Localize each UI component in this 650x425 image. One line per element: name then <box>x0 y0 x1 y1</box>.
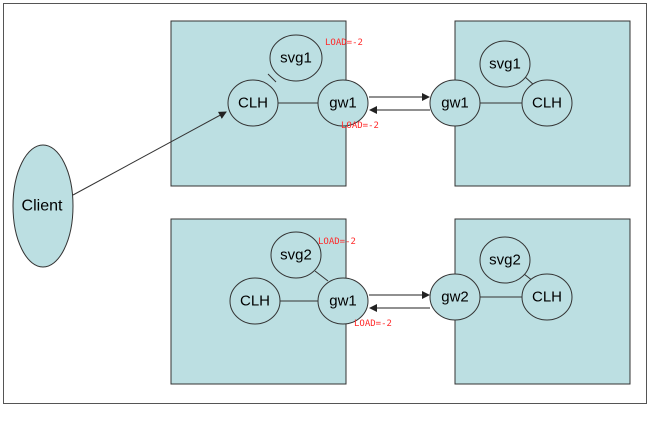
bottom-right-clh-node <box>521 273 573 321</box>
top-left-gw-node <box>317 79 369 127</box>
client-to-clh-arrow <box>72 111 227 196</box>
top-right-clh-node <box>521 79 573 127</box>
top-left-clh-node <box>227 79 279 127</box>
top-left-svg-node <box>269 34 323 82</box>
top-link-load-label: LOAD=-2 <box>341 121 379 131</box>
top-left-clh-label: CLH <box>238 95 268 112</box>
bottom-left-gw-label: gw1 <box>329 293 357 310</box>
bottom-left-clh-node <box>229 277 281 325</box>
bottom-left-clh-label: CLH <box>240 293 270 310</box>
bottom-right-svg-node <box>479 236 531 284</box>
top-right-clh-label: CLH <box>532 95 562 112</box>
bottom-right-clh-label: CLH <box>532 289 562 306</box>
top-right-group: svg1 gw1 CLH <box>429 20 631 187</box>
bottom-right-gw-node <box>429 273 481 321</box>
bottom-right-group: svg2 gw2 CLH <box>429 218 631 385</box>
client-node <box>12 144 74 268</box>
top-right-gw-node <box>429 79 481 127</box>
bottom-left-load-label: LOAD=-2 <box>318 237 356 247</box>
top-right-svg-node <box>479 40 531 88</box>
top-gateway-link: LOAD=-2 <box>341 93 430 131</box>
bottom-left-svg-node <box>270 231 322 279</box>
top-left-group: svg1 CLH gw1 LOAD=-2 <box>170 20 369 187</box>
top-right-gw-label: gw1 <box>441 95 469 112</box>
client-group: Client <box>12 111 227 268</box>
bottom-link-load-label: LOAD=-2 <box>354 319 392 329</box>
bottom-left-svg-label: svg2 <box>280 247 312 264</box>
bottom-gateway-link: LOAD=-2 <box>354 291 430 329</box>
bottom-left-gw-node <box>317 277 369 325</box>
top-left-svg-label: svg1 <box>280 50 312 67</box>
top-left-gw-label: gw1 <box>329 95 357 112</box>
bottom-right-gw-label: gw2 <box>441 289 469 306</box>
bottom-left-svg-gw-link <box>314 270 329 282</box>
top-left-svg-clh-link <box>267 73 277 83</box>
top-right-svg-label: svg1 <box>489 56 521 73</box>
top-left-load-label: LOAD=-2 <box>325 38 363 48</box>
client-label: Client <box>22 198 63 215</box>
bottom-right-svg-label: svg2 <box>489 252 521 269</box>
bottom-left-group: svg2 CLH gw1 LOAD=-2 <box>170 218 369 385</box>
